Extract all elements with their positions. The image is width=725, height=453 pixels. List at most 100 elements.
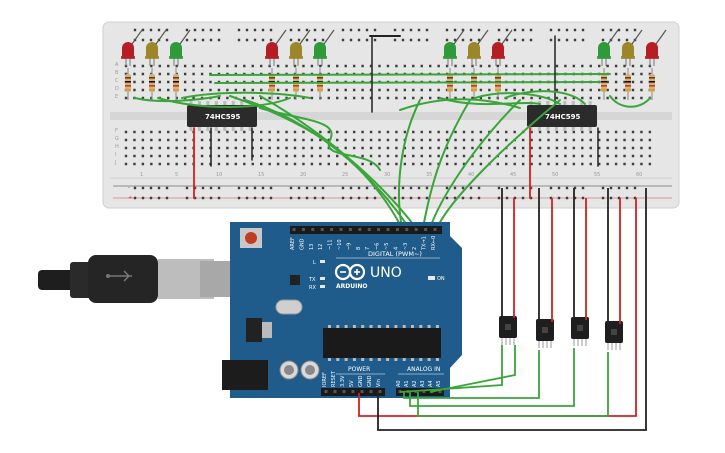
column-number: 55 — [594, 172, 600, 178]
wire-green — [429, 345, 516, 393]
wire-green — [399, 98, 521, 111]
digital-pin-label: 4 — [393, 247, 399, 250]
resistor — [173, 68, 179, 100]
resistor — [649, 68, 655, 100]
digital-pin-label: ~10 — [337, 239, 343, 250]
led-red — [491, 29, 513, 66]
column-number: 5 — [175, 172, 178, 178]
breadboard-wires — [134, 35, 651, 229]
row-letter: A — [115, 62, 119, 68]
digital-label: DIGITAL (PWM~) — [368, 250, 422, 258]
wire-green — [399, 345, 503, 393]
row-letter: D — [115, 86, 119, 92]
power-pin-label: GND — [367, 375, 373, 387]
row-letter: C — [115, 78, 119, 84]
wire-green — [214, 81, 601, 84]
column-number: 25 — [342, 172, 348, 178]
led-green — [169, 29, 191, 66]
column-number: 35 — [426, 172, 432, 178]
row-letter: E — [115, 94, 118, 100]
model-label: UNO — [370, 265, 402, 281]
analog-pin-label: A5 — [436, 380, 442, 387]
column-number: 30 — [384, 172, 390, 178]
wire-green — [134, 95, 221, 103]
digital-pin-label: ~9 — [346, 243, 352, 250]
row-letter: B — [115, 70, 119, 76]
atmega-chip — [323, 328, 441, 358]
breadboard: 1 5 10 15 20 25 30 35 40 45 50 55 60 A B… — [102, 21, 680, 209]
led-green — [443, 29, 465, 66]
column-number: 40 — [468, 172, 474, 178]
digital-pin-label: RX←0 — [431, 236, 437, 250]
analog-pin-label: A2 — [412, 380, 418, 387]
wire-green — [403, 350, 540, 399]
row-letter: I — [115, 152, 116, 158]
led-yellow — [621, 29, 643, 66]
brand-label: ARDUINO — [336, 283, 367, 290]
wire-green — [422, 99, 471, 229]
wire-green — [439, 97, 541, 106]
led-yellow — [145, 29, 167, 66]
power-jack — [222, 360, 268, 390]
breadboard-hole-grid — [124, 28, 652, 200]
digital-pin-label: 12 — [318, 244, 324, 250]
ic-label: 74HC595 — [205, 113, 240, 121]
push-button[interactable] — [499, 316, 517, 345]
analog-pin-label: A1 — [404, 380, 410, 387]
wire-green — [209, 73, 611, 76]
power-pin-label: RESET — [331, 370, 337, 387]
column-number: 50 — [552, 172, 558, 178]
digital-pin-label: ~5 — [384, 243, 390, 250]
push-button[interactable] — [605, 321, 623, 350]
wire-green — [609, 95, 651, 108]
push-button[interactable] — [536, 319, 554, 348]
analog-label: ANALOG IN — [407, 366, 440, 373]
rail-plus-sign: + — [128, 195, 132, 201]
analog-header — [396, 388, 444, 396]
wire-green — [244, 99, 410, 229]
led-label-tx: TX — [308, 277, 316, 283]
power-pin-label: Vin — [376, 379, 382, 387]
rail-minus-sign: - — [128, 185, 130, 191]
power-pin-label: 3.3V — [340, 375, 346, 387]
shift-register-2: 74HC595 — [527, 101, 597, 131]
analog-pin-label: A4 — [428, 380, 434, 387]
digital-pin-label: ~11 — [328, 239, 334, 250]
column-number: 1 — [140, 172, 143, 178]
wire-green — [181, 91, 311, 99]
analog-pin-label: A3 — [420, 380, 426, 387]
led-red — [121, 29, 143, 66]
breadboard-column-numbers: 1 5 10 15 20 25 30 35 40 45 50 55 60 — [140, 172, 642, 178]
power-pin-label: GND — [358, 375, 364, 387]
wire-black — [377, 188, 647, 431]
breadboard-holes — [124, 28, 652, 200]
digital-pin-label: 13 — [309, 244, 315, 250]
power-pin-label: IOREF — [322, 372, 328, 387]
row-letter: J — [114, 160, 116, 166]
analog-pin-label: A0 — [396, 380, 402, 387]
column-number: 20 — [300, 172, 306, 178]
arduino-logo-icon — [334, 263, 366, 281]
led-yellow — [467, 29, 489, 66]
led-red — [645, 29, 667, 66]
wire-green — [398, 99, 421, 229]
column-number: 60 — [636, 172, 642, 178]
digital-pin-label: ~3 — [403, 243, 409, 250]
resistor — [125, 68, 131, 100]
column-number: 15 — [258, 172, 264, 178]
digital-pin-label: ~6 — [375, 243, 381, 250]
led-green — [313, 29, 335, 66]
row-letter: G — [115, 136, 119, 142]
wire-green — [409, 348, 575, 407]
wire-green — [504, 90, 586, 105]
column-number: 10 — [216, 172, 222, 178]
led-red — [265, 29, 287, 66]
led-yellow — [289, 29, 311, 66]
power-label: POWER — [348, 366, 370, 373]
push-button[interactable] — [571, 317, 589, 346]
usb-cable — [38, 255, 236, 303]
led-label-l: L — [313, 260, 316, 266]
reset-button[interactable] — [245, 232, 257, 244]
digital-pin-label: AREF — [290, 237, 296, 250]
